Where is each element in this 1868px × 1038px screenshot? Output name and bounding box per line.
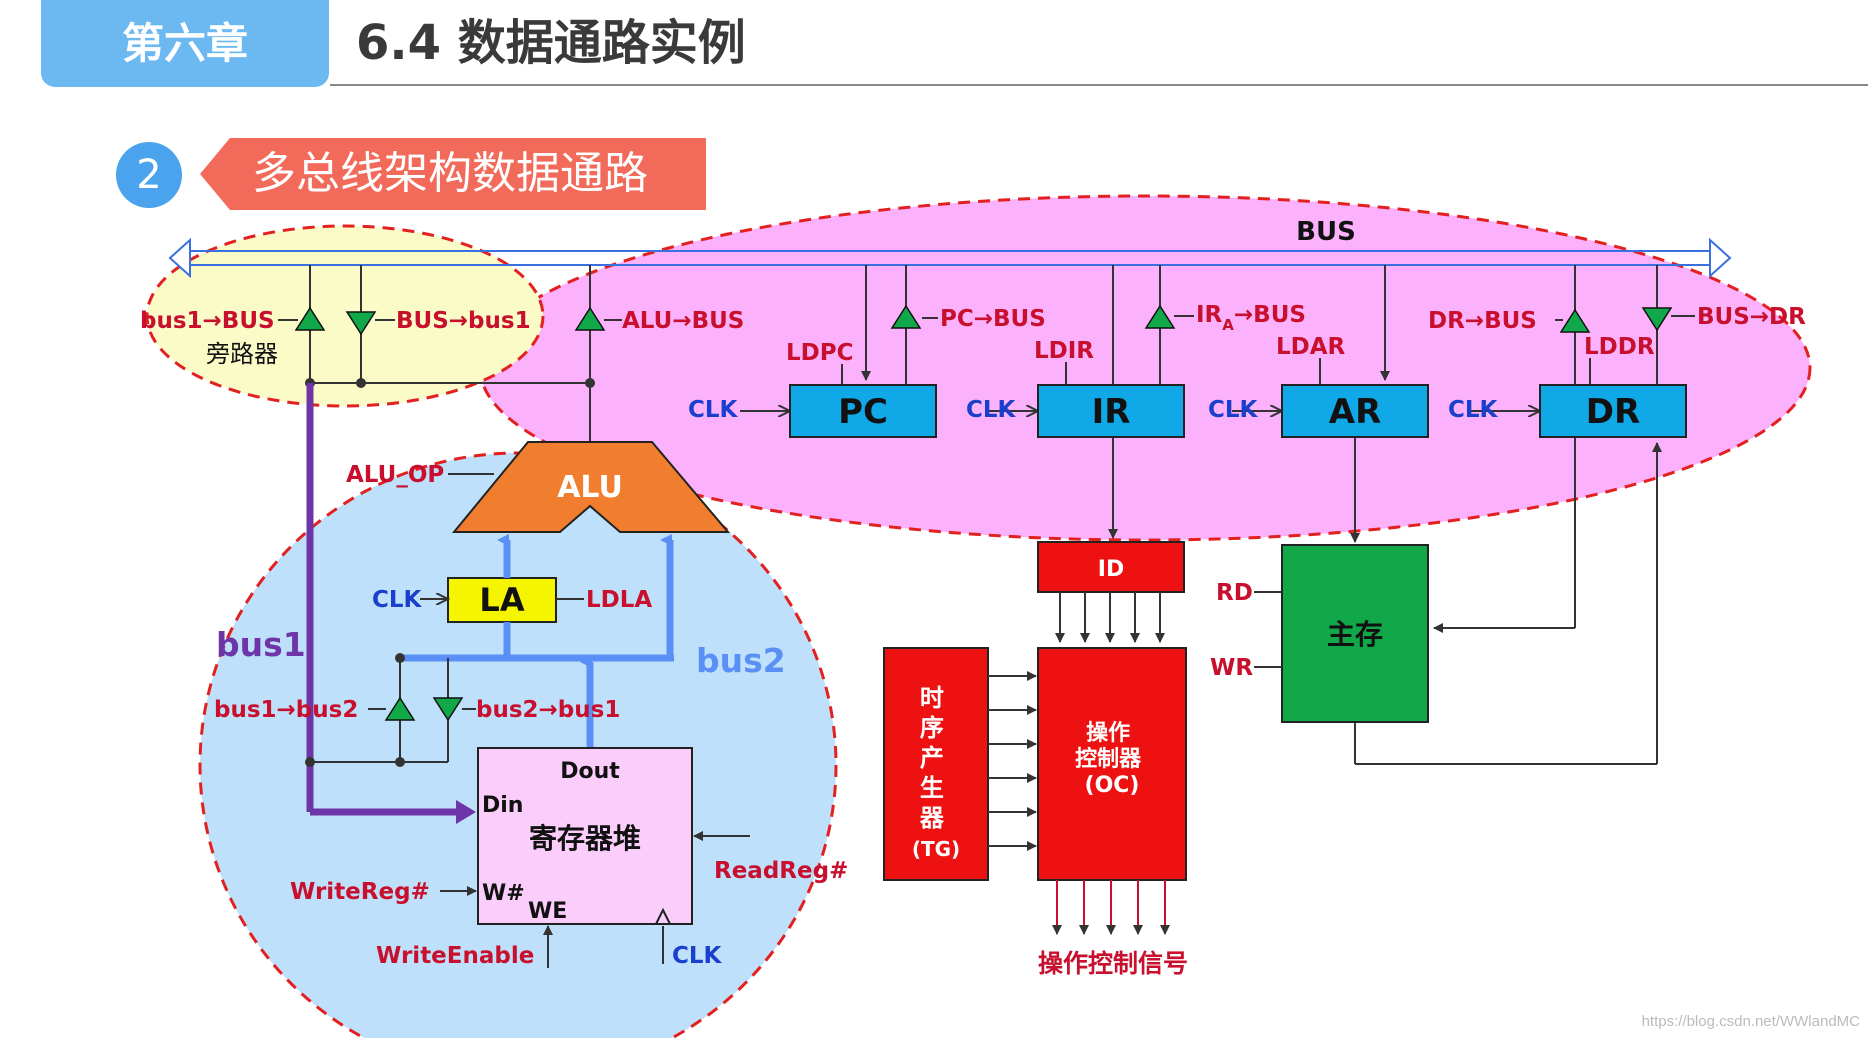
signal-bus1-to-bus2: bus1→bus2: [214, 697, 358, 723]
tristate-bus-to-dr[interactable]: [1641, 307, 1673, 332]
bus1-arrowhead: [456, 800, 476, 824]
junction-dot: [395, 757, 405, 767]
signal-bus-to-dr: BUS→DR: [1697, 304, 1806, 330]
signal-ldir: LDIR: [1034, 338, 1094, 364]
bus2-label: bus2: [696, 641, 786, 680]
signal-bus2-to-bus1: bus2→bus1: [476, 697, 620, 723]
register-file-w-port: W#: [482, 881, 525, 906]
signal-alu-to-bus: ALU→BUS: [622, 308, 744, 334]
main-memory-label: 主存: [1327, 618, 1383, 651]
clk-dr: CLK: [1448, 397, 1499, 423]
register-dr-label: DR: [1586, 392, 1640, 432]
control-signals-label: 操作控制信号: [1038, 949, 1188, 978]
bus2: [400, 534, 674, 748]
tristate-bus-to-bus1[interactable]: [345, 311, 377, 336]
tristate-alu-to-bus[interactable]: [574, 306, 606, 331]
tristate-bus1-to-bus[interactable]: [294, 306, 326, 331]
signal-ldar: LDAR: [1276, 334, 1346, 360]
operation-controller[interactable]: [1037, 647, 1187, 881]
register-la-label: LA: [479, 581, 524, 619]
register-ar[interactable]: [1281, 384, 1429, 438]
junction-dot: [356, 378, 366, 388]
signal-lddr: LDDR: [1584, 334, 1655, 360]
signal-writeenable: WriteEnable: [376, 943, 534, 969]
timing-generator[interactable]: [883, 647, 989, 881]
chapter-tab[interactable]: 第六章: [41, 0, 329, 87]
signal-dr-to-bus: DR→BUS: [1428, 308, 1537, 334]
tg-to-oc-wires: [988, 671, 1037, 851]
clk-pc: CLK: [688, 397, 739, 423]
register-la[interactable]: [447, 577, 557, 623]
id-to-oc-wires: [1055, 592, 1165, 643]
clk-register-file: CLK: [672, 943, 723, 969]
signal-bus-to-bus1: BUS→bus1: [396, 308, 531, 334]
register-pc-label: PC: [838, 392, 888, 432]
junction-dot: [305, 757, 315, 767]
tristate-bus2-to-bus1[interactable]: [432, 697, 464, 722]
ar-wires: [1232, 265, 1390, 543]
timing-generator-label: 时 序 产 生 器 (TG): [912, 684, 960, 861]
register-file-clk-port: [655, 907, 671, 925]
register-file-we-port: WE: [528, 899, 567, 924]
instruction-decoder-label: ID: [1098, 557, 1124, 582]
signal-alu-op: ALU_OP: [346, 462, 444, 488]
control-signal-wires: [1052, 880, 1170, 935]
alu[interactable]: [451, 441, 731, 533]
register-dr[interactable]: [1539, 384, 1687, 438]
signal-wr: WR: [1210, 655, 1253, 681]
main-bus: [168, 237, 1732, 279]
signal-readreg: ReadReg#: [714, 858, 848, 884]
bypass-region: [145, 224, 545, 408]
register-ar-label: AR: [1329, 392, 1382, 432]
signal-pc-to-bus: PC→BUS: [940, 306, 1046, 332]
bus1: [306, 383, 458, 816]
bypass-label: 旁路器: [206, 340, 278, 368]
signal-ldla: LDLA: [586, 587, 652, 613]
alu-label: ALU: [557, 470, 623, 505]
tristate-pc-to-bus[interactable]: [890, 304, 922, 329]
signal-bus1-to-bus: bus1→BUS: [140, 308, 275, 334]
signal-rd: RD: [1216, 580, 1253, 606]
clk-ir: CLK: [966, 397, 1017, 423]
section-title: 多总线架构数据通路: [252, 148, 648, 199]
register-ir[interactable]: [1037, 384, 1185, 438]
signal-ira-to-bus: IRA→BUS: [1196, 302, 1306, 334]
tristate-ira-to-bus[interactable]: [1144, 304, 1176, 329]
clk-la: CLK: [372, 587, 423, 613]
clk-ar: CLK: [1208, 397, 1259, 423]
instruction-decoder[interactable]: [1037, 541, 1185, 593]
operation-controller-label: 操作 控制器 (OC): [1075, 721, 1149, 798]
register-file-dout: Dout: [560, 759, 620, 784]
title-divider: [330, 84, 1868, 86]
main-memory[interactable]: [1281, 544, 1429, 723]
watermark: https://blog.csdn.net/WWlandMC: [1641, 1013, 1860, 1030]
bus-label: BUS: [1296, 217, 1356, 247]
register-file[interactable]: [477, 747, 693, 925]
signal-writereg: WriteReg#: [290, 879, 430, 905]
register-pc[interactable]: [789, 384, 937, 438]
tristate-dr-to-bus[interactable]: [1559, 308, 1591, 333]
register-file-din: Din: [482, 793, 523, 818]
page-title: 6.4 数据通路实例: [356, 15, 746, 71]
bus1-label: bus1: [216, 625, 306, 664]
section-banner: [200, 138, 706, 210]
section-number-badge: 2: [116, 142, 182, 208]
signal-ldpc: LDPC: [786, 340, 853, 366]
junction-dot: [395, 653, 405, 663]
register-file-name: 寄存器堆: [529, 822, 641, 855]
register-ir-label: IR: [1092, 392, 1131, 432]
tristate-bus1-to-bus2[interactable]: [384, 696, 416, 721]
